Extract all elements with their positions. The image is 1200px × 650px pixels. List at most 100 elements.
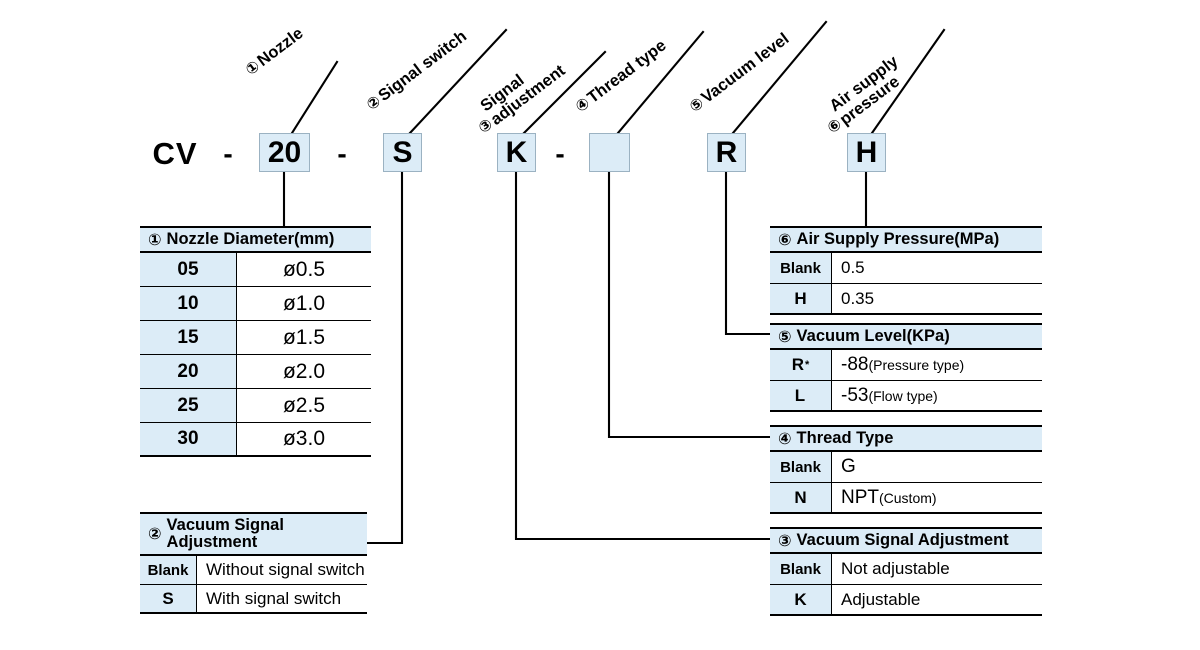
code-dash-2: - (337, 138, 347, 169)
table-nozzle-number: ① (148, 231, 162, 249)
table-cell-value: ø3.0 (237, 423, 371, 455)
table-cell-key: 20 (140, 355, 237, 388)
table-signal-switch-header: ② Vacuum Signal Adjustment (140, 512, 367, 556)
table-cell-key: Blank (770, 253, 832, 283)
table-air-supply-pressure: ⑥ Air Supply Pressure(MPa) Blank 0.5 H 0… (770, 226, 1042, 315)
table-cell-key: Blank (770, 554, 832, 584)
table-thread-title: Thread Type (796, 428, 894, 447)
table-vacuum-level: ⑤ Vacuum Level(KPa) R* -88(Pressure type… (770, 323, 1042, 412)
table-cell-value: Not adjustable (832, 554, 1042, 584)
table-row: R* -88(Pressure type) (770, 350, 1042, 381)
table-cell-key: K (770, 585, 832, 614)
table-cell-key: 10 (140, 287, 237, 320)
table-cell-value: Adjustable (832, 585, 1042, 614)
code-box-nozzle[interactable]: 20 (259, 133, 310, 172)
table-cell-key-text: L (794, 385, 806, 405)
callout-thread-type: ④ Thread type (573, 36, 670, 116)
wire-vacuum-level (724, 170, 774, 336)
table-cell-value: With signal switch (197, 585, 367, 612)
table-cell-value: ø2.0 (237, 355, 371, 388)
table-cell-key: 30 (140, 423, 237, 455)
table-row: Blank G (770, 452, 1042, 483)
code-box-vacuum-level[interactable]: R (707, 133, 746, 172)
callout-label-2: Signal switch (375, 27, 471, 105)
table-cell-value: 0.5 (832, 253, 1042, 283)
table-cell-value: ø0.5 (237, 253, 371, 286)
table-cell-key-text: R (791, 355, 804, 374)
callout-signal-switch: ② Signal switch (364, 27, 471, 114)
table-cell-value: -53(Flow type) (832, 381, 1042, 410)
table-cell-value-note: (Flow type) (868, 387, 938, 404)
table-vacuum-title: Vacuum Level(KPa) (796, 326, 950, 345)
callout-label-4: Thread type (584, 36, 670, 107)
table-signal-switch-title-line2: Adjustment (166, 533, 258, 551)
code-box-air-supply-pressure[interactable]: H (847, 133, 886, 172)
table-cell-key: H (770, 284, 832, 313)
table-vacuum-header: ⑤ Vacuum Level(KPa) (770, 323, 1042, 350)
table-signal-switch-title: Vacuum Signal Adjustment (166, 515, 284, 552)
code-box-thread-type[interactable] (589, 133, 630, 172)
table-air-header: ⑥ Air Supply Pressure(MPa) (770, 226, 1042, 253)
table-cell-value: Without signal switch (197, 556, 367, 584)
callout-air-supply-pressure: ⑥ Air supply pressure (815, 52, 912, 138)
callout-label-1: Nozzle (254, 24, 307, 70)
table-cell-value-main: NPT (841, 486, 879, 508)
table-cell-key: S (140, 585, 197, 612)
table-cell-key: 25 (140, 389, 237, 422)
table-row: 15 ø1.5 (140, 321, 371, 355)
table-row: 25 ø2.5 (140, 389, 371, 423)
table-signal-switch-title-line1: Vacuum Signal (166, 515, 284, 534)
table-vacuum-number: ⑤ (778, 328, 792, 346)
table-cell-key: N (770, 483, 832, 512)
table-cell-key: Blank (140, 556, 197, 584)
table-vacuum-signal-adjustment-left: ② Vacuum Signal Adjustment Blank Without… (140, 512, 367, 614)
table-row: Blank Without signal switch (140, 556, 367, 585)
code-box-signal-switch[interactable]: S (383, 133, 422, 172)
table-row: H 0.35 (770, 284, 1042, 315)
wire-signal-adjustment (514, 170, 774, 541)
table-cell-value: ø2.5 (237, 389, 371, 422)
table-cell-key: R* (770, 350, 832, 380)
table-row: 05 ø0.5 (140, 253, 371, 287)
table-cell-value-main: G (841, 456, 856, 477)
table-cell-value-main: -53 (841, 384, 869, 406)
table-nozzle-header: ① Nozzle Diameter(mm) (140, 226, 371, 253)
code-dash-3: - (555, 138, 565, 169)
code-box-signal-adjustment[interactable]: K (497, 133, 536, 172)
table-cell-value-note: (Custom) (879, 489, 937, 506)
table-cell-value-note: (Pressure type) (868, 357, 965, 373)
table-cell-key: 15 (140, 321, 237, 354)
table-thread-header: ④ Thread Type (770, 425, 1042, 452)
table-row: N NPT(Custom) (770, 483, 1042, 514)
table-adj-header: ③ Vacuum Signal Adjustment (770, 527, 1042, 554)
table-cell-value: NPT(Custom) (832, 483, 1042, 512)
table-row: 10 ø1.0 (140, 287, 371, 321)
table-row: K Adjustable (770, 585, 1042, 616)
table-air-title: Air Supply Pressure(MPa) (796, 229, 1000, 248)
table-cell-value: -88(Pressure type) (832, 350, 1042, 380)
table-cell-value: 0.35 (832, 284, 1042, 313)
table-signal-switch-number: ② (148, 526, 162, 543)
table-row: L -53(Flow type) (770, 381, 1042, 412)
table-vacuum-signal-adjustment-right: ③ Vacuum Signal Adjustment Blank Not adj… (770, 527, 1042, 616)
table-row: S With signal switch (140, 585, 367, 614)
table-thread-type: ④ Thread Type Blank G N NPT(Custom) (770, 425, 1042, 514)
callout-label-3: Signal adjustment (477, 49, 568, 128)
callout-label-5: Vacuum level (698, 29, 793, 107)
wire-signal-switch (365, 170, 404, 545)
table-thread-number: ④ (778, 430, 792, 448)
code-prefix: CV (152, 135, 198, 171)
leader-line-1 (290, 60, 339, 135)
table-cell-value-main: -88 (841, 354, 869, 375)
table-nozzle-title: Nozzle Diameter(mm) (166, 229, 335, 248)
code-dash-1: - (223, 138, 233, 169)
table-cell-key: 05 (140, 253, 237, 286)
table-cell-value: G (832, 452, 1042, 482)
footnote-marker: * (805, 359, 810, 371)
callout-vacuum-level: ⑤ Vacuum level (687, 30, 793, 116)
table-adj-title: Vacuum Signal Adjustment (796, 530, 1009, 549)
table-nozzle-diameter: ① Nozzle Diameter(mm) 05 ø0.5 10 ø1.0 15… (140, 226, 371, 457)
table-row: Blank Not adjustable (770, 554, 1042, 585)
callout-nozzle: ① Nozzle (243, 24, 307, 79)
